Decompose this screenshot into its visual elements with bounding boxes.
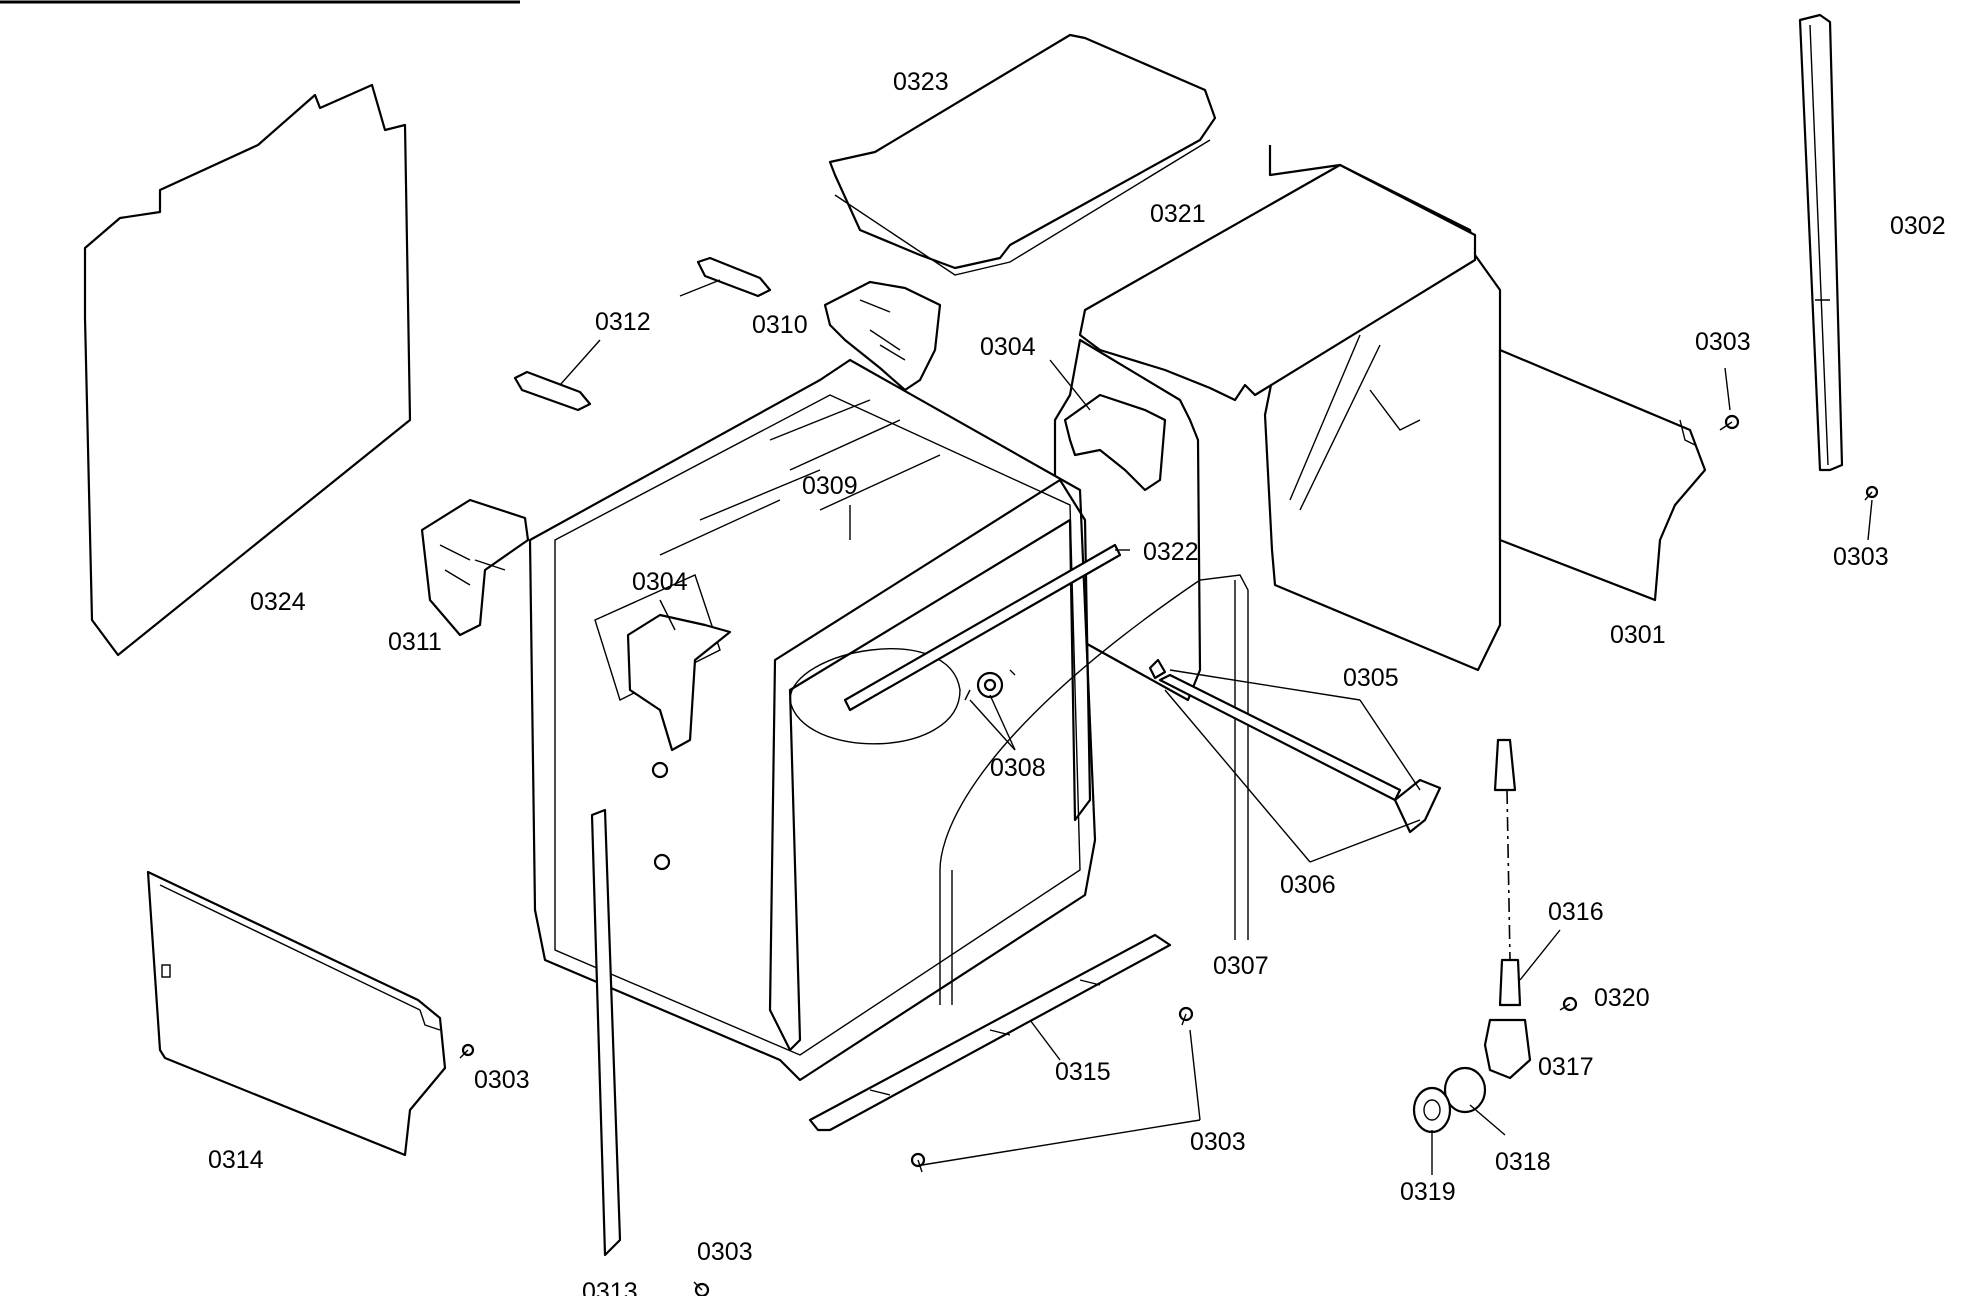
part-0318-seal xyxy=(1443,1066,1487,1114)
part-0312-brackets xyxy=(513,256,772,412)
label-0307: 0307 xyxy=(1213,952,1269,980)
part-0319-cap xyxy=(1412,1086,1452,1134)
part-0322-rail xyxy=(843,543,1122,712)
label-0319: 0319 xyxy=(1400,1178,1456,1206)
part-0304-bracket-left xyxy=(626,613,732,871)
label-0301: 0301 xyxy=(1610,621,1666,649)
part-0323-top-panel xyxy=(828,33,1217,276)
label-0302: 0302 xyxy=(1890,212,1946,240)
label-0321: 0321 xyxy=(1150,200,1206,228)
part-0303-screws xyxy=(459,414,1879,1296)
part-door-frame xyxy=(768,478,1092,1052)
label-0317: 0317 xyxy=(1538,1053,1594,1081)
part-0315-bottom-rail xyxy=(808,933,1172,1132)
part-0313-side-strip xyxy=(590,808,622,1257)
label-0316: 0316 xyxy=(1548,898,1604,926)
label-0303-bottom-center: 0303 xyxy=(1190,1128,1246,1156)
label-0304-top: 0304 xyxy=(980,333,1036,361)
callout-labels: 0324 0323 0321 0302 0312 0310 0304 0303 … xyxy=(208,68,1946,1296)
label-0304-left: 0304 xyxy=(632,568,688,596)
part-0314-kick-plate xyxy=(146,870,447,1157)
label-0306: 0306 xyxy=(1280,871,1336,899)
part-tub-body xyxy=(528,358,1097,1082)
part-0308-bearing xyxy=(964,669,1016,701)
label-0315: 0315 xyxy=(1055,1058,1111,1086)
label-0320: 0320 xyxy=(1594,984,1650,1012)
part-0316-hose xyxy=(1493,738,1522,1007)
label-0305: 0305 xyxy=(1343,664,1399,692)
label-0303-bottom: 0303 xyxy=(697,1238,753,1266)
part-0302-trim-strip xyxy=(1798,13,1844,472)
part-0324-side-panel xyxy=(83,83,412,657)
label-0313: 0313 xyxy=(582,1278,638,1296)
part-0305-support-rod xyxy=(1148,658,1442,834)
part-0317-connector xyxy=(1483,1018,1532,1080)
label-0311: 0311 xyxy=(388,628,442,656)
label-0324: 0324 xyxy=(250,588,306,616)
part-0304-bracket-right xyxy=(1063,393,1167,492)
label-0303-left: 0303 xyxy=(474,1066,530,1094)
label-0309: 0309 xyxy=(802,472,858,500)
label-0314: 0314 xyxy=(208,1146,264,1174)
part-0307-gasket xyxy=(939,574,1249,1005)
label-0308: 0308 xyxy=(990,754,1046,782)
label-0318: 0318 xyxy=(1495,1148,1551,1176)
label-0312: 0312 xyxy=(595,308,651,336)
label-0323: 0323 xyxy=(893,68,949,96)
part-0311-hinge-box xyxy=(420,498,530,637)
part-0310-hinge-box xyxy=(823,280,942,392)
label-0322: 0322 xyxy=(1143,538,1199,566)
label-0303-right: 0303 xyxy=(1833,543,1889,571)
label-0303-right-top: 0303 xyxy=(1695,328,1751,356)
leader-lines xyxy=(559,279,1873,1175)
label-0310: 0310 xyxy=(752,311,808,339)
